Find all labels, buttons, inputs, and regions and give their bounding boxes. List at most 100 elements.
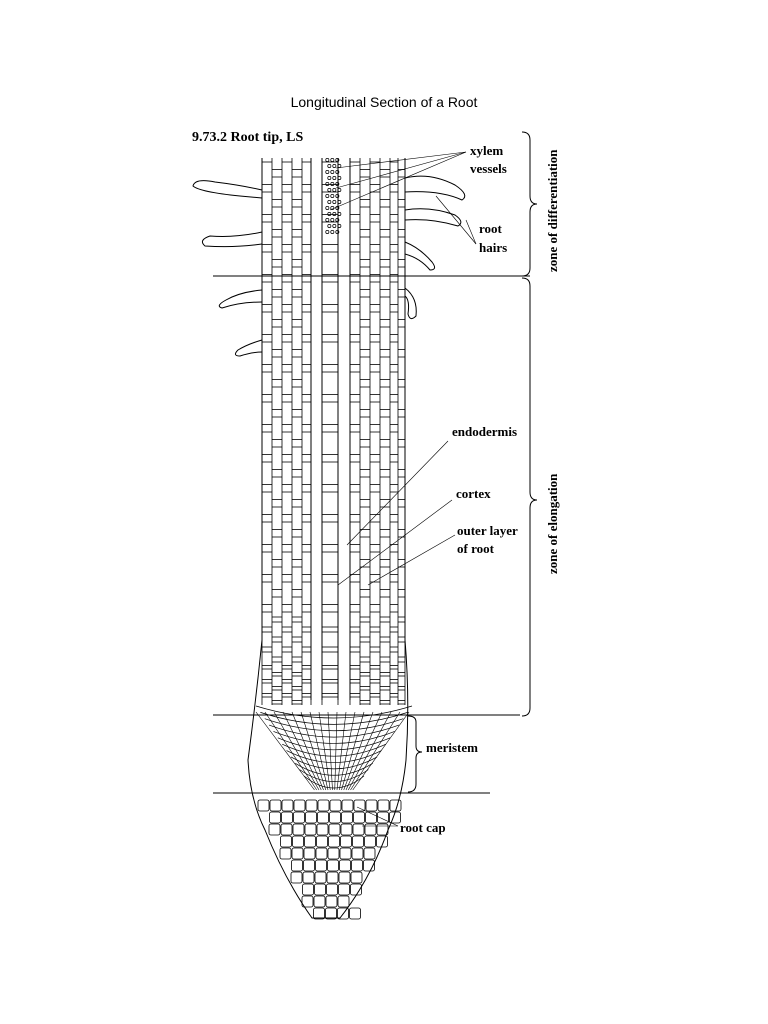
meristem-label: meristem: [426, 740, 478, 755]
root-cap-cell: [389, 799, 402, 812]
root-cap-cell: [313, 907, 325, 920]
root-cap-cell: [376, 823, 389, 836]
root-cap-cell: [339, 847, 352, 860]
root-cap-cell: [313, 895, 326, 908]
root-cap-cell: [279, 847, 292, 860]
zone-elongation-label: zone of elongation: [545, 473, 560, 574]
root-cap-cell: [280, 835, 292, 848]
root-cap-cell: [377, 799, 390, 812]
root-cap-cell: [389, 811, 401, 824]
root-cap-cell: [328, 823, 341, 836]
root-cap-cell: [301, 895, 314, 908]
root-cap-cell: [305, 811, 317, 824]
root-cap-cell: [326, 871, 339, 884]
brace-differentiation: [521, 131, 538, 277]
leader-lines: [329, 151, 477, 827]
xylem-pit: [335, 206, 340, 210]
root-cap-cell: [351, 859, 363, 872]
root-cap-cell: [350, 883, 362, 896]
root-cap-cell: [304, 823, 317, 836]
meristem-arc: [264, 718, 404, 732]
root-cap-cell: [269, 799, 282, 812]
root-cap-cell: [364, 823, 377, 836]
xylem-pit: [332, 188, 337, 192]
root-cap-cell: [327, 847, 340, 860]
root-cap-cell: [293, 811, 305, 824]
xylem-pit: [330, 158, 335, 162]
meristem-arc: [286, 750, 382, 763]
xylem-pit: [332, 224, 337, 228]
xylem-pit: [327, 176, 332, 180]
root-cap-cell: [291, 847, 304, 860]
xylem-label-2: vessels: [470, 161, 507, 176]
root-cap-cell: [293, 799, 306, 812]
cell-wall: [343, 711, 374, 791]
root-cap-cell: [350, 871, 363, 884]
root-cap-cell: [281, 799, 294, 812]
meristem-arc: [290, 756, 378, 770]
zone-differentiation-label: zone of differentiation: [545, 149, 560, 272]
root-cap-cell: [352, 835, 364, 848]
xylem-pit: [325, 194, 330, 198]
xylem-pit: [330, 182, 335, 186]
xylem-pit: [337, 200, 342, 204]
outer-layer-label-1: outer layer: [457, 523, 518, 538]
cell-wall: [309, 711, 329, 791]
root-cap-cell: [317, 811, 329, 824]
meristem-arc: [268, 724, 400, 738]
xylem-pit: [325, 230, 330, 234]
root-cap-cell: [280, 823, 293, 836]
cell-wall: [255, 711, 315, 791]
root-cap-cell: [363, 847, 376, 860]
root-cap-cell: [257, 799, 270, 812]
xylem-pit: [337, 212, 342, 216]
root-cap-cell: [363, 859, 375, 872]
xylem-pit: [337, 176, 342, 180]
root-cap-cell: [303, 847, 316, 860]
root-cap-cell: [315, 859, 327, 872]
brace-meristem: [407, 715, 423, 793]
root-cap-cell: [337, 907, 349, 920]
root-cap-cell: [352, 823, 365, 836]
root-cap-cell: [337, 895, 350, 908]
root-cap-cell: [325, 907, 337, 920]
cell-wall: [282, 711, 322, 791]
cell-wall: [273, 711, 320, 791]
xylem-pit: [332, 200, 337, 204]
xylem-pit: [335, 182, 340, 186]
root-cap-cell: [291, 859, 303, 872]
cell-wall: [264, 711, 317, 791]
xylem-pit: [325, 182, 330, 186]
root-cap-cell: [353, 811, 365, 824]
xylem-pit: [327, 200, 332, 204]
xylem-pit: [335, 158, 340, 162]
xylem-pit: [337, 188, 342, 192]
meristem-arc: [273, 731, 395, 744]
cell-wall: [338, 711, 356, 791]
root-cap-cell: [376, 835, 388, 848]
xylem-pit: [337, 224, 342, 228]
root-cap-cell: [340, 823, 353, 836]
xylem-pit: [330, 230, 335, 234]
root-cap-cell: [316, 835, 328, 848]
root-cap-cell: [302, 883, 314, 896]
cell-wall: [341, 711, 365, 791]
root-cap-cell: [314, 883, 326, 896]
root-cap-cell: [316, 823, 329, 836]
cell-wall: [334, 711, 338, 791]
root-cap-cell: [268, 823, 281, 836]
root-cap-cell: [317, 799, 330, 812]
meristem-arc: [255, 705, 413, 719]
root-cap-cell: [351, 847, 364, 860]
cell-wall: [327, 711, 333, 791]
root-cap-cell: [365, 811, 377, 824]
xylem-pit: [327, 224, 332, 228]
xylem-pit: [330, 170, 335, 174]
root-hairs: [192, 175, 466, 357]
root-hairs-label-2: hairs: [479, 240, 507, 255]
xylem-vessels: [325, 158, 342, 234]
root-cap-cell: [304, 835, 316, 848]
root-cap-cell: [315, 847, 328, 860]
vascular-cylinder: [310, 158, 351, 700]
